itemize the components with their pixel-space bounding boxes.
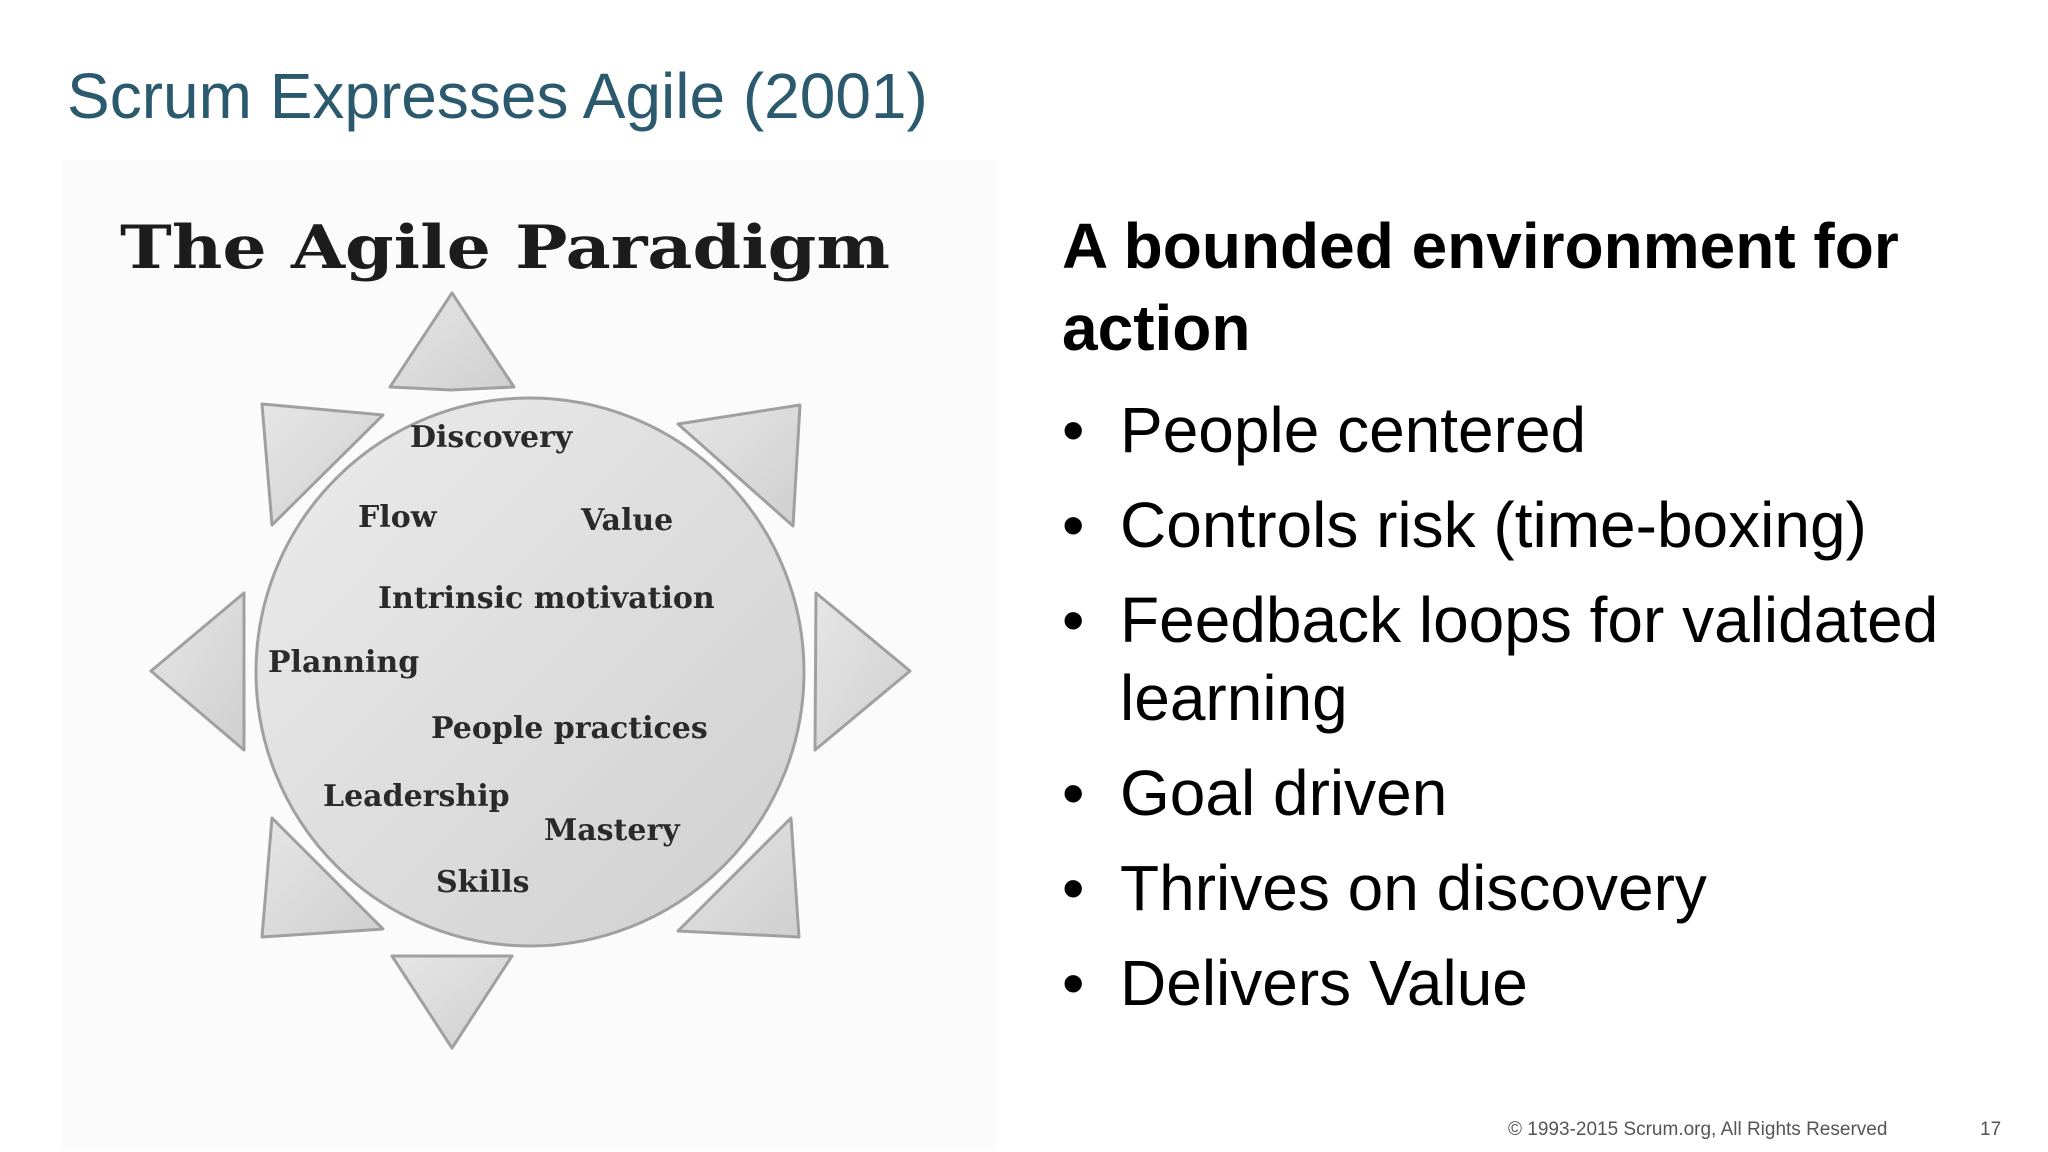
- bullet-text: Delivers Value: [1120, 947, 1528, 1019]
- bullet-text: People centered: [1120, 394, 1587, 466]
- word-intrinsic-motivation: Intrinsic motivation: [378, 581, 715, 616]
- content-heading: A bounded environment for action: [1062, 210, 1899, 364]
- word-skills: Skills: [436, 865, 530, 900]
- bullet-marker: •: [1062, 757, 1085, 829]
- bullet-marker: •: [1062, 584, 1085, 656]
- ray-top-right: [676, 403, 802, 528]
- agile-paradigm-diagram: The Agile Paradigm Discovery Flow Value …: [62, 160, 997, 1150]
- bullet-text: Goal driven: [1120, 757, 1448, 829]
- footer-copyright: © 1993-2015 Scrum.org, All Rights Reserv…: [1508, 1119, 1888, 1140]
- list-item: • People centered: [1062, 391, 2012, 469]
- word-mastery: Mastery: [544, 813, 681, 848]
- word-planning: Planning: [268, 645, 419, 680]
- ray-bottom-right: [676, 816, 801, 939]
- list-item: • Feedback loops for validated learning: [1062, 581, 2012, 737]
- page-number: 17: [1980, 1119, 2002, 1140]
- word-value: Value: [580, 503, 673, 538]
- slide-title: Scrum Expresses Agile (2001): [67, 60, 928, 132]
- bullet-marker: •: [1062, 394, 1085, 466]
- word-leadership: Leadership: [323, 779, 510, 814]
- list-item: • Goal driven: [1062, 754, 2012, 832]
- word-discovery: Discovery: [410, 420, 574, 455]
- list-item: • Controls risk (time-boxing): [1062, 486, 2012, 564]
- central-circle: [254, 396, 806, 948]
- bullet-text: Thrives on discovery: [1120, 852, 1707, 924]
- word-flow: Flow: [358, 500, 438, 535]
- bullet-text: Controls risk (time-boxing): [1120, 489, 1867, 561]
- ray-top: [388, 291, 516, 392]
- bullet-list: • People centered • Controls risk (time-bo…: [1062, 391, 2012, 1022]
- list-item: • Thrives on discovery: [1062, 849, 2012, 927]
- bullet-marker: •: [1062, 947, 1085, 1019]
- content-block: A bounded environment for action • People…: [1062, 205, 2012, 1039]
- ray-bottom: [390, 954, 514, 1050]
- ray-left: [149, 591, 246, 752]
- ray-right: [813, 591, 912, 752]
- diagram-title: The Agile Paradigm: [120, 213, 890, 283]
- bullet-marker: •: [1062, 489, 1085, 561]
- sun-diagram-svg: The Agile Paradigm Discovery Flow Value …: [120, 213, 912, 1050]
- bullet-marker: •: [1062, 852, 1085, 924]
- bullet-text: Feedback loops for validated learning: [1120, 584, 1939, 734]
- list-item: • Delivers Value: [1062, 944, 2012, 1022]
- ray-bottom-left: [260, 816, 385, 939]
- word-people-practices: People practices: [431, 711, 708, 746]
- ray-top-left: [260, 402, 385, 527]
